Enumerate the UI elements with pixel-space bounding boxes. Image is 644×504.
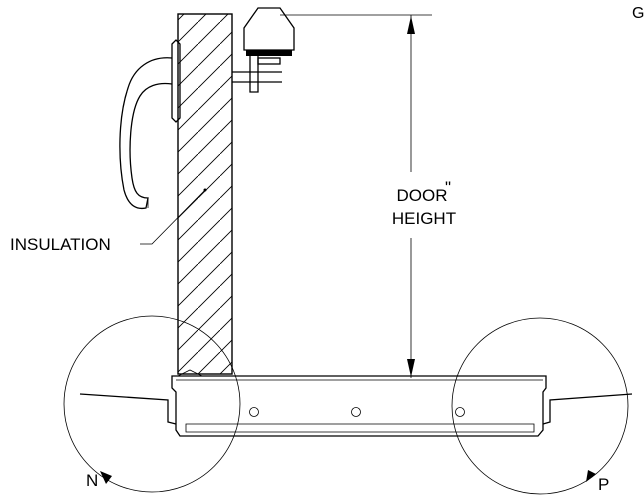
door-label: DOOR xyxy=(397,186,448,205)
detail-circle-left: N xyxy=(63,315,241,493)
door-handle xyxy=(119,39,181,210)
height-label: HEIGHT xyxy=(392,209,456,228)
hinge-assembly xyxy=(232,7,432,93)
door-height-dimension: " DOOR HEIGHT xyxy=(392,15,456,378)
bottom-frame xyxy=(79,369,633,437)
detail-right-label: P xyxy=(598,475,609,494)
corner-letter: G xyxy=(632,5,644,22)
insulation-panel xyxy=(177,13,233,375)
detail-left-label: N xyxy=(86,471,98,490)
inch-mark: " xyxy=(445,178,451,197)
insulation-callout: INSULATION xyxy=(10,188,207,254)
insulation-label: INSULATION xyxy=(10,235,111,254)
detail-circle-right: P xyxy=(451,317,629,495)
